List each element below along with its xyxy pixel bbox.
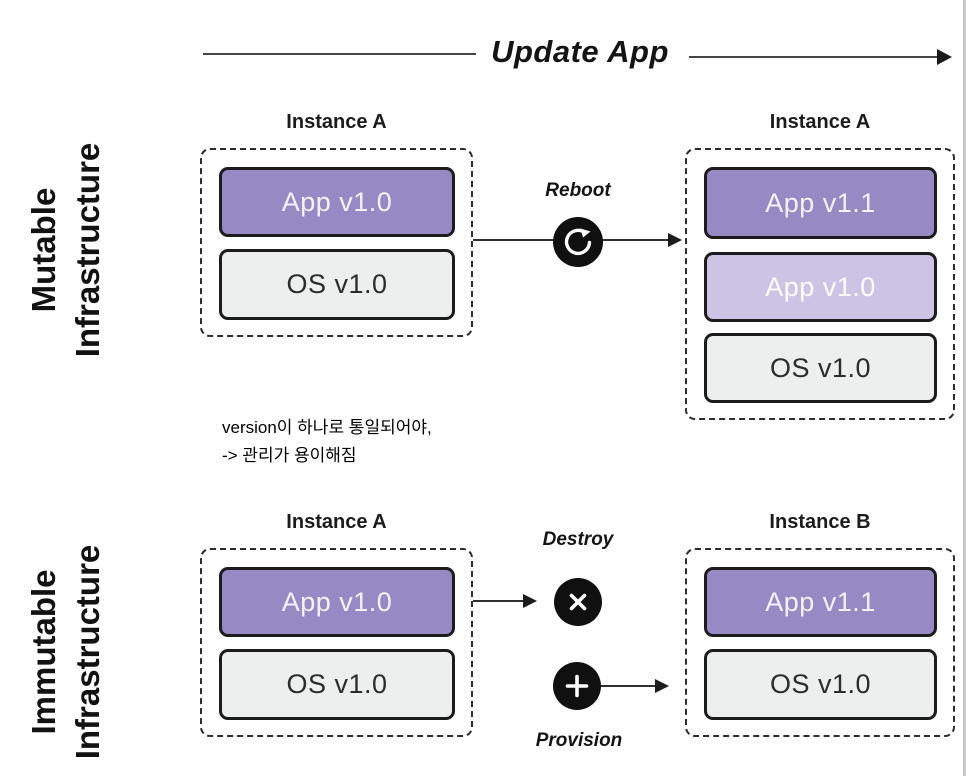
layer-os-v1-0: OS v1.0 <box>219 649 455 720</box>
destroy-label: Destroy <box>542 529 614 550</box>
provision-label: Provision <box>535 730 623 751</box>
page-right-border <box>963 0 966 776</box>
reboot-arrow-head <box>668 233 682 247</box>
reboot-icon <box>553 217 603 272</box>
layer-os-v1-0: OS v1.0 <box>219 249 455 320</box>
layer-os-v1-0: OS v1.0 <box>704 333 937 403</box>
mutable-label-line1: Mutable <box>25 187 62 313</box>
layer-app-v1-0: App v1.0 <box>219 567 455 637</box>
immutable-left-instance: App v1.0 OS v1.0 <box>200 548 473 737</box>
immutable-right-instance: App v1.1 OS v1.0 <box>685 548 955 737</box>
diagram-title: Update App <box>491 34 669 69</box>
mutable-left-instance: App v1.0 OS v1.0 <box>200 148 473 337</box>
provision-arrow-head <box>655 679 669 693</box>
layer-app-v1-0: App v1.0 <box>219 167 455 237</box>
layer-app-v1-1: App v1.1 <box>704 567 937 637</box>
mutable-right-instance: App v1.1 App v1.0 OS v1.0 <box>685 148 955 420</box>
immutable-label-line2: Infrastructure <box>69 544 106 760</box>
mutable-right-instance-title: Instance A <box>769 111 871 133</box>
mutable-label-line2: Infrastructure <box>69 142 106 358</box>
destroy-icon <box>554 578 602 631</box>
mutable-left-instance-title: Instance A <box>286 111 387 133</box>
annotation-line1: version이 하나로 통일되어야, <box>222 418 432 437</box>
reboot-label: Reboot <box>545 180 611 201</box>
layer-app-v1-1: App v1.1 <box>704 167 937 239</box>
immutable-right-instance-title: Instance B <box>769 511 871 533</box>
destroy-arrow-head <box>523 594 537 608</box>
annotation-line2: -> 관리가 용이해짐 <box>222 446 357 465</box>
provision-icon <box>553 662 601 715</box>
layer-os-v1-0: OS v1.0 <box>704 649 937 720</box>
provision-arrow-line <box>601 685 656 687</box>
update-axis-arrow-head <box>937 49 952 65</box>
immutable-label-line1: Immutable <box>25 569 62 735</box>
update-axis-line-left <box>203 53 476 55</box>
update-axis-line-right <box>689 56 938 58</box>
version-annotation: version이 하나로 통일되어야, -> 관리가 용이해짐 <box>222 414 432 470</box>
immutable-left-instance-title: Instance A <box>286 511 387 533</box>
destroy-arrow-line <box>473 600 524 602</box>
layer-app-v1-0-faded: App v1.0 <box>704 252 937 322</box>
